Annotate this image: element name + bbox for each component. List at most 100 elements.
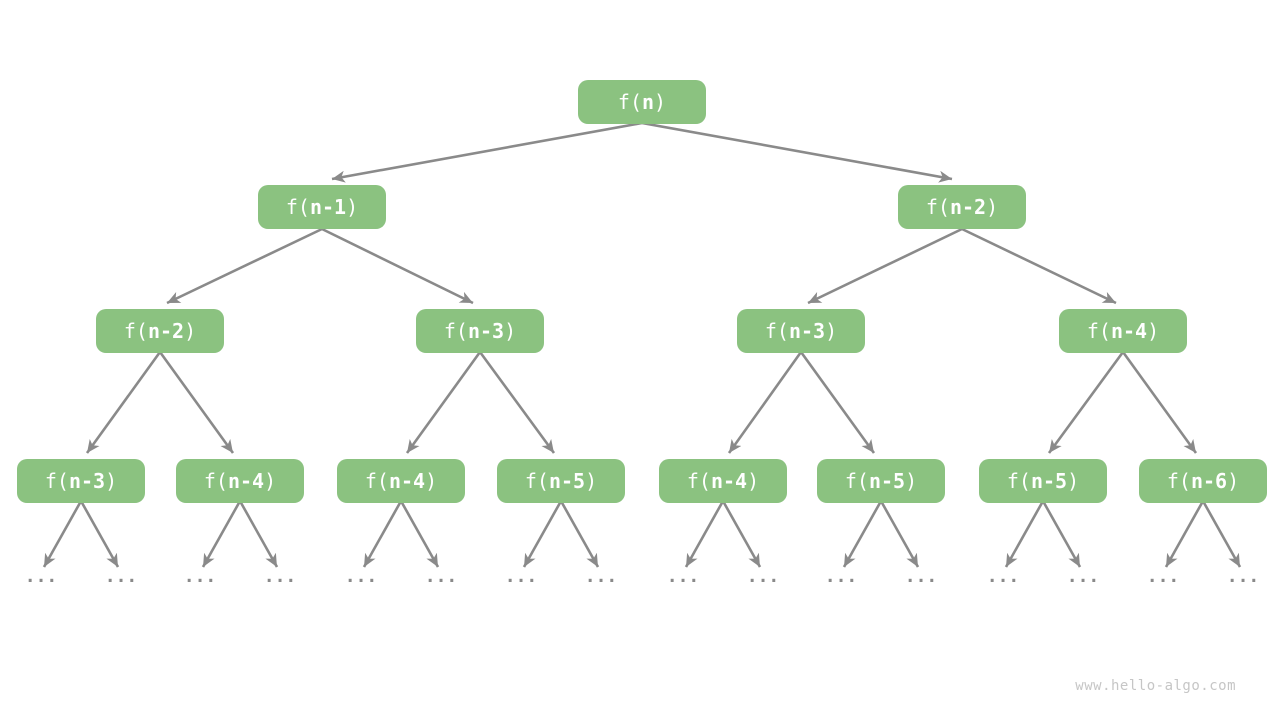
ellipsis-leaf: ...: [344, 566, 378, 587]
node-label-suffix: ): [346, 195, 359, 219]
node-label-suffix: ): [585, 469, 598, 493]
tree-node: f(n-4): [176, 459, 304, 503]
node-label-suffix: ): [1147, 319, 1160, 343]
node-label-suffix: ): [654, 90, 667, 114]
node-label-suffix: ): [504, 319, 517, 343]
node-label-arg: n-5: [1030, 469, 1068, 493]
tree-node: f(n-2): [898, 185, 1026, 229]
node-label-arg: n-3: [788, 319, 826, 343]
tree-edge: [166, 227, 323, 305]
ellipsis-leaf: ...: [904, 566, 938, 587]
node-label-arg: n-5: [548, 469, 586, 493]
tree-edge: [321, 227, 474, 305]
tree-edge: [362, 500, 403, 568]
tree-node-root: f(n): [578, 80, 706, 124]
node-label-prefix: f(: [1166, 469, 1191, 493]
ellipsis-leaf: ...: [504, 566, 538, 587]
ellipsis-leaf: ...: [986, 566, 1020, 587]
ellipsis-leaf: ...: [1066, 566, 1100, 587]
node-label-arg: n-3: [467, 319, 505, 343]
ellipsis-leaf: ...: [824, 566, 858, 587]
node-label-arg: n-4: [388, 469, 426, 493]
ellipsis-leaf: ...: [584, 566, 618, 587]
node-label-suffix: ): [1067, 469, 1080, 493]
tree-node: f(n-6): [1139, 459, 1267, 503]
node-label-prefix: f(: [443, 319, 468, 343]
node-label-suffix: ): [825, 319, 838, 343]
tree-node: f(n-4): [337, 459, 465, 503]
ellipsis-leaf: ...: [424, 566, 458, 587]
tree-edge: [684, 500, 725, 568]
node-label-prefix: f(: [123, 319, 148, 343]
ellipsis-leaf: ...: [104, 566, 138, 587]
node-label-arg: n-4: [227, 469, 265, 493]
tree-node: f(n-4): [1059, 309, 1187, 353]
node-label-arg: n-3: [68, 469, 106, 493]
tree-edge: [79, 500, 120, 568]
tree-node: f(n-3): [737, 309, 865, 353]
tree-node: f(n-4): [659, 459, 787, 503]
node-label-prefix: f(: [203, 469, 228, 493]
tree-edge: [522, 500, 563, 568]
node-label-prefix: f(: [844, 469, 869, 493]
node-label-suffix: ): [905, 469, 918, 493]
ellipsis-leaf: ...: [183, 566, 217, 587]
node-label-arg: n-1: [309, 195, 347, 219]
node-label-suffix: ): [1227, 469, 1240, 493]
node-label-suffix: ): [425, 469, 438, 493]
ellipsis-leaf: ...: [24, 566, 58, 587]
ellipsis-leaf: ...: [666, 566, 700, 587]
node-label-prefix: f(: [925, 195, 950, 219]
node-label-prefix: f(: [764, 319, 789, 343]
tree-node: f(n-3): [17, 459, 145, 503]
node-label-suffix: ): [184, 319, 197, 343]
tree-edge: [807, 227, 963, 305]
node-label-prefix: f(: [524, 469, 549, 493]
tree-edge: [1164, 500, 1205, 568]
node-label-prefix: f(: [364, 469, 389, 493]
node-label-prefix: f(: [686, 469, 711, 493]
tree-edge: [641, 121, 953, 183]
node-label-arg: n-6: [1190, 469, 1228, 493]
ellipsis-leaf: ...: [1226, 566, 1260, 587]
tree-edge: [331, 121, 643, 183]
node-label-arg: n-2: [147, 319, 185, 343]
node-label-prefix: f(: [285, 195, 310, 219]
node-label-prefix: f(: [44, 469, 69, 493]
ellipsis-leaf: ...: [746, 566, 780, 587]
tree-edge: [405, 351, 482, 454]
tree-edge: [721, 500, 762, 568]
tree-edge: [799, 351, 876, 454]
tree-edge: [1047, 351, 1125, 454]
node-label-prefix: f(: [617, 90, 642, 114]
node-label-prefix: f(: [1006, 469, 1031, 493]
ellipsis-leaf: ...: [263, 566, 297, 587]
tree-edge: [42, 500, 83, 568]
watermark: www.hello-algo.com: [1075, 678, 1236, 694]
tree-edge: [85, 351, 162, 454]
node-label-arg: n-4: [1110, 319, 1148, 343]
tree-edge: [1041, 500, 1082, 568]
tree-node: f(n-5): [817, 459, 945, 503]
node-label-arg: n-5: [868, 469, 906, 493]
tree-edge: [961, 227, 1117, 305]
tree-edge: [559, 500, 600, 568]
tree-edge: [1004, 500, 1045, 568]
tree-node: f(n-1): [258, 185, 386, 229]
tree-edge: [158, 351, 235, 454]
tree-edge: [478, 351, 556, 454]
node-label-arg: n-4: [710, 469, 748, 493]
node-label-suffix: ): [105, 469, 118, 493]
node-label-prefix: f(: [1086, 319, 1111, 343]
node-label-suffix: ): [264, 469, 277, 493]
tree-node: f(n-5): [497, 459, 625, 503]
node-label-arg: n: [642, 90, 655, 114]
ellipsis-leaf: ...: [1146, 566, 1180, 587]
tree-edge: [201, 500, 242, 568]
tree-node: f(n-2): [96, 309, 224, 353]
tree-edge: [727, 351, 803, 454]
node-label-suffix: ): [986, 195, 999, 219]
node-label-suffix: ): [747, 469, 760, 493]
tree-edge: [238, 500, 279, 568]
